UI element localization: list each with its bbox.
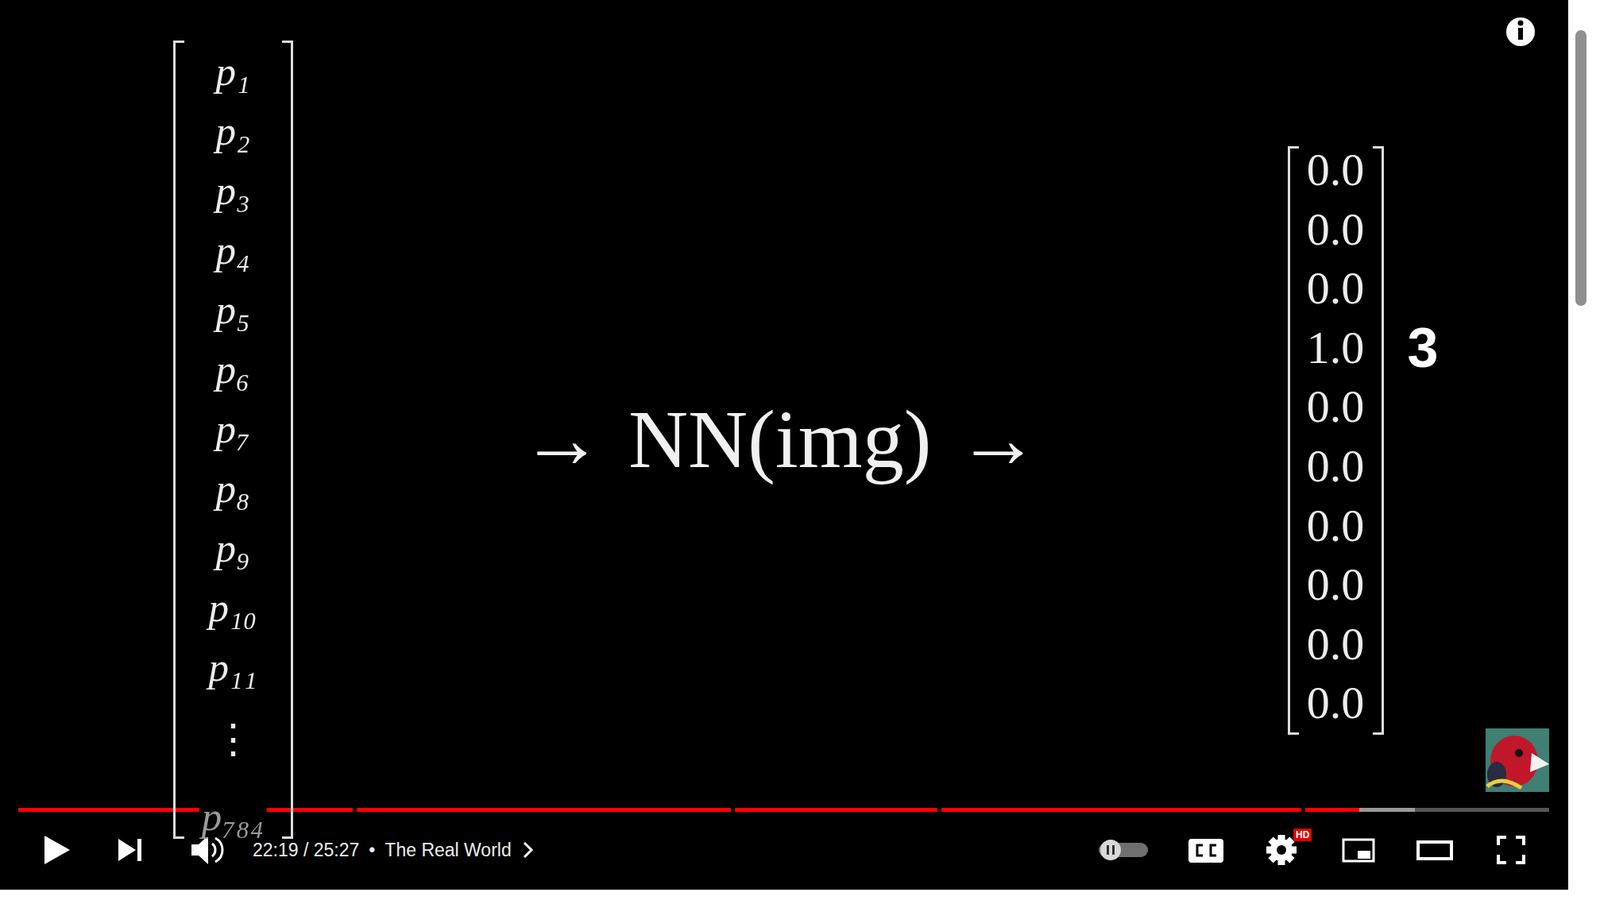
vector-entry: p₃ [215,170,250,212]
vector-entry: 0.0 [1306,146,1365,194]
autoplay-toggle [1098,839,1148,861]
vector-entry: 1.0 [1306,324,1365,372]
function-row: →NN(img)→ [520,389,1040,488]
chapter-title: The Real World [384,839,511,862]
separator-dot: • [368,839,375,862]
vector-entry: p₇ [215,409,250,450]
time-row: 22:19 / 25:27 • The Real World [252,838,534,862]
info-icon [1506,17,1535,47]
channel-thumbnail [1485,728,1550,793]
vector-entry: ⋮ [212,719,254,761]
vector-entry: 0.0 [1306,680,1365,727]
vector-entry: p₁₀ [208,587,258,629]
vector-entry: 0.0 [1306,443,1365,490]
scrollbar-thumb [1575,30,1587,306]
function-label: NN(img) [628,391,932,487]
right-bracket [282,40,294,839]
left-bracket [173,40,185,839]
vector-entry: p₁ [215,51,250,93]
vector-entry: p₇₈₄ [199,796,267,838]
hd-badge: HD [1293,828,1312,842]
chevron-icon [521,840,534,860]
theater-icon [1418,842,1452,859]
column-vector: p₁ p₂ p₃ p₄ p₅ p₆ p₇ p₈ p₉ p₁₀ p₁₁ ⋮ p₇₈₄ [173,40,294,839]
right-bracket [1372,146,1384,735]
settings-gear [1266,834,1297,866]
vector-entry: p₁₁ [208,647,258,688]
miniplayer-icon [1343,839,1374,862]
vector-entry: p₂ [215,111,250,152]
vector-entry: p₄ [215,230,250,271]
vector-entry: 0.0 [1306,206,1365,253]
captions-icon [1188,838,1224,863]
vector-entry: 0.0 [1306,502,1365,549]
arrow-glyph: → [520,391,603,487]
column-vector: 0.0 0.0 0.0 1.0 0.0 0.0 0.0 0.0 0.0 0.0 [1287,146,1384,735]
left-bracket [1287,146,1299,735]
vector-entry: 0.0 [1306,621,1365,668]
class-label: 3 [1407,320,1439,376]
vector-entry: p₈ [215,468,250,510]
vector-entry: 0.0 [1306,561,1365,608]
vector-entry: p₆ [215,349,250,391]
vector-entry: 0.0 [1306,383,1365,430]
arrow-glyph: → [956,391,1040,487]
vector-entry: p₉ [215,528,250,569]
fullscreen-icon [1498,837,1524,863]
time-display: 22:19 / 25:27 [252,839,360,862]
vector-entry: 0.0 [1306,265,1365,312]
volume-icon [191,835,223,865]
vector-entry: p₅ [215,289,250,331]
scrollbar-track [1568,0,1600,900]
next-icon [118,838,142,862]
video-frame [0,0,1569,890]
play-icon [44,835,70,865]
